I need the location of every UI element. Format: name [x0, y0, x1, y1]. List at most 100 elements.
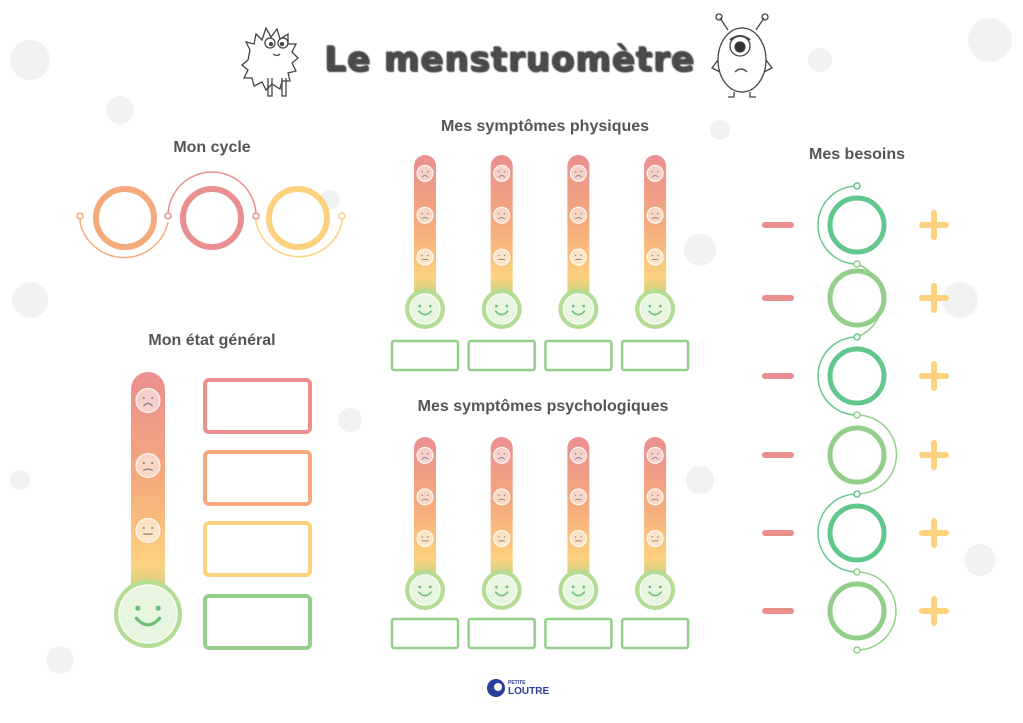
face-eye [427, 536, 429, 538]
smile-face-icon [562, 574, 594, 606]
symptom-box [390, 339, 460, 372]
face-eye [498, 254, 500, 257]
face-eye [580, 254, 582, 257]
face-eye [503, 453, 506, 455]
face-outline [493, 164, 511, 182]
background-spot [964, 544, 996, 576]
face-outline [646, 164, 664, 182]
face-mouth [575, 456, 582, 460]
plus-icon [919, 210, 949, 240]
heading-needs: Mes besoins [808, 146, 906, 163]
face-eye [571, 585, 575, 589]
face-eye [574, 212, 577, 215]
face-eye [505, 585, 509, 589]
cycle-node [164, 212, 172, 220]
thermometer [114, 372, 182, 648]
face-outline [493, 248, 511, 266]
frown-face-icon [493, 206, 511, 224]
frown-face-icon [416, 488, 434, 506]
face-outline [493, 446, 511, 464]
background-spot [10, 40, 50, 80]
face-outline [562, 574, 594, 606]
neutral-face-icon [493, 529, 511, 547]
face-mouth [575, 217, 582, 219]
face-eye [428, 304, 432, 308]
face-eye [580, 212, 582, 215]
face-eye [657, 453, 659, 455]
face-eye [651, 212, 654, 215]
face-outline [569, 248, 587, 266]
neutral-face-icon [569, 529, 587, 547]
face-eye [580, 494, 582, 497]
face-mouth [571, 591, 586, 597]
face-outline [646, 529, 664, 547]
face-eye [651, 453, 654, 455]
face-eye [495, 304, 498, 308]
background-spot [942, 282, 978, 318]
symptom-box [544, 339, 613, 372]
face-eye [657, 212, 659, 215]
background-spot [106, 96, 134, 124]
face-mouth [651, 456, 659, 460]
face-outline [486, 293, 518, 325]
frown-face-icon [646, 488, 664, 506]
face-mouth [575, 174, 582, 178]
plus-icon [919, 518, 949, 548]
face-eye [574, 494, 577, 497]
general-state-box [203, 594, 312, 650]
smile-face-icon [639, 293, 671, 325]
face-eye [421, 536, 423, 538]
heading-general-state: Mon état général [148, 332, 276, 349]
face-eye [421, 453, 423, 455]
face-eye [498, 453, 500, 455]
minus-icon [762, 222, 794, 228]
plus-bar [931, 210, 937, 240]
background-spot [710, 120, 730, 140]
general-state-box [203, 378, 312, 434]
smile-face-icon [486, 574, 518, 606]
face-outline [135, 452, 161, 478]
face-outline [646, 248, 664, 266]
face-mouth [651, 174, 659, 178]
thermometer [481, 437, 522, 610]
cycle-phase-circle [93, 186, 157, 250]
face-mouth [494, 310, 509, 316]
face-eye [503, 254, 506, 257]
face-eye [427, 453, 429, 455]
sad-face-icon [493, 446, 511, 464]
thermometer [635, 155, 676, 329]
smile-face-icon [409, 574, 441, 606]
minus-icon [762, 373, 794, 379]
heading-psychological-symptoms: Mes symptômes psychologiques [417, 398, 669, 415]
thermometer [558, 155, 599, 329]
face-mouth [418, 591, 432, 597]
smile-face-icon [486, 293, 518, 325]
general-state-boxes [203, 378, 312, 650]
face-outline [416, 164, 434, 182]
plus-icon [919, 596, 949, 626]
thermometer [635, 437, 676, 610]
face-outline [639, 574, 671, 606]
face-mouth [421, 217, 429, 219]
face-eye [498, 494, 500, 497]
smile-face-icon [118, 584, 178, 644]
face-eye [503, 212, 506, 215]
thermometer [405, 437, 445, 610]
needs-node [853, 260, 861, 268]
cycle-arc [255, 216, 343, 258]
cycle-arc [167, 171, 257, 217]
face-outline [646, 206, 664, 224]
face-mouth [498, 217, 505, 219]
sad-face-icon [135, 387, 161, 413]
neutral-face-icon [646, 248, 664, 266]
needs-node [853, 490, 861, 498]
background-spot [10, 470, 30, 490]
face-eye [503, 494, 506, 497]
face-eye [648, 304, 652, 308]
needs-node [853, 568, 861, 576]
plus-bar [931, 596, 937, 626]
needs-circle [827, 425, 887, 485]
needs-connector-arc [817, 185, 858, 265]
sad-face-icon [646, 164, 664, 182]
needs-circle [827, 195, 887, 255]
